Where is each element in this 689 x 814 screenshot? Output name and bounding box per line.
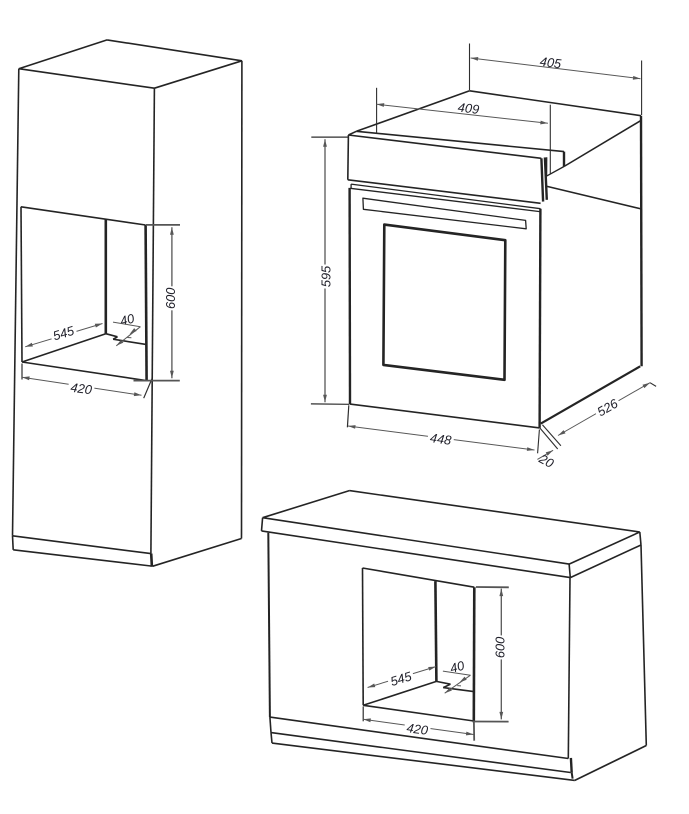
svg-text:420: 420	[70, 380, 94, 398]
svg-text:405: 405	[539, 54, 563, 72]
svg-text:448: 448	[429, 430, 453, 448]
svg-text:600: 600	[493, 636, 508, 658]
svg-text:409: 409	[457, 100, 480, 117]
svg-text:595: 595	[319, 265, 334, 287]
svg-text:600: 600	[163, 287, 178, 309]
svg-text:420: 420	[406, 720, 430, 738]
svg-text:20: 20	[536, 450, 557, 471]
